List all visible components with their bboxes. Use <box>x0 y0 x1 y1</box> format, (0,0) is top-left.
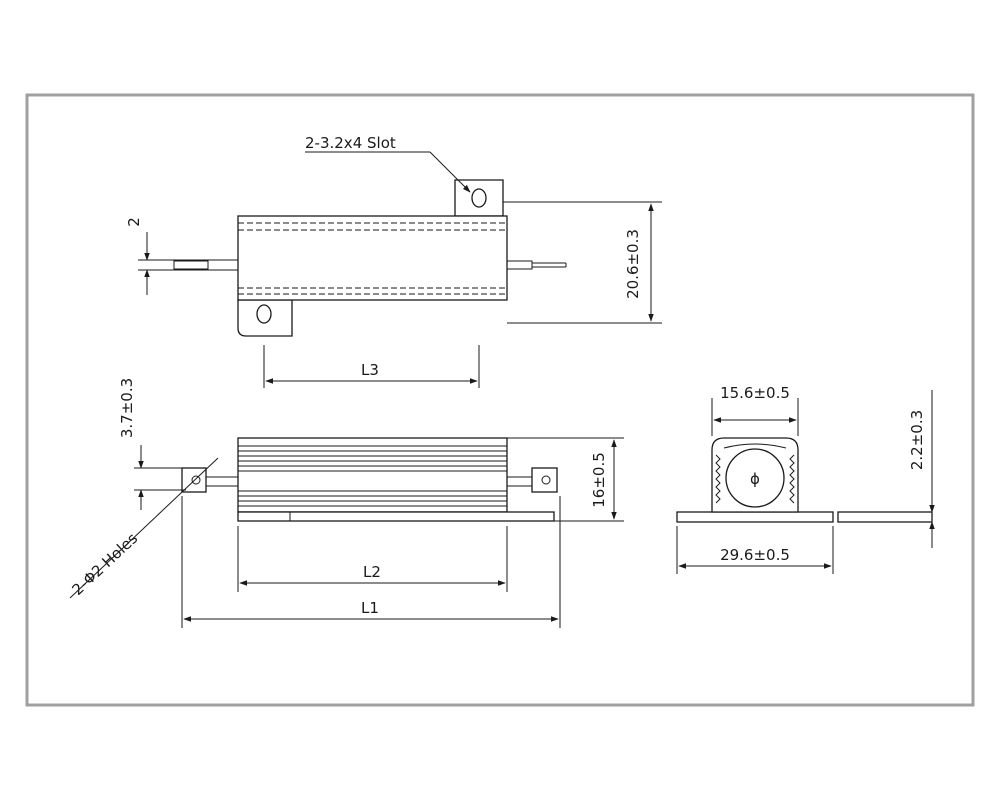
end-base <box>676 511 834 523</box>
top-view <box>138 151 662 388</box>
dim-16-label: 16±0.5 <box>590 452 608 508</box>
mounting-tab-bottom <box>237 299 293 337</box>
dim-15-6-label: 15.6±0.5 <box>720 384 790 402</box>
end-view <box>676 390 935 574</box>
drawing-frame <box>25 93 975 707</box>
dim-l3-label: L3 <box>361 361 379 379</box>
dim-3-7-label: 3.7±0.3 <box>118 378 136 438</box>
slot-label: 2-3.2x4 Slot <box>305 134 396 152</box>
slot-hole-top <box>471 188 487 208</box>
slot-hole-bottom <box>256 304 272 324</box>
base-plate <box>237 511 555 522</box>
dim-20-6-label: 20.6±0.3 <box>624 229 642 299</box>
dim-29-6-label: 29.6±0.5 <box>720 546 790 564</box>
end-housing <box>711 437 799 513</box>
dim-l2-label: L2 <box>363 563 381 581</box>
mounting-tab-top <box>454 179 504 217</box>
dim-2-label: 2 <box>125 217 143 227</box>
phi-symbol: ϕ <box>750 470 760 488</box>
dim-2-2-label: 2.2±0.3 <box>908 410 926 470</box>
resistor-body-top <box>237 215 508 301</box>
terminal-right <box>531 467 558 493</box>
dim-l1-label: L1 <box>361 599 379 617</box>
end-core-circle <box>725 448 785 508</box>
holes-label: 2-Φ2 Holes <box>68 529 141 599</box>
side-view <box>69 437 624 628</box>
